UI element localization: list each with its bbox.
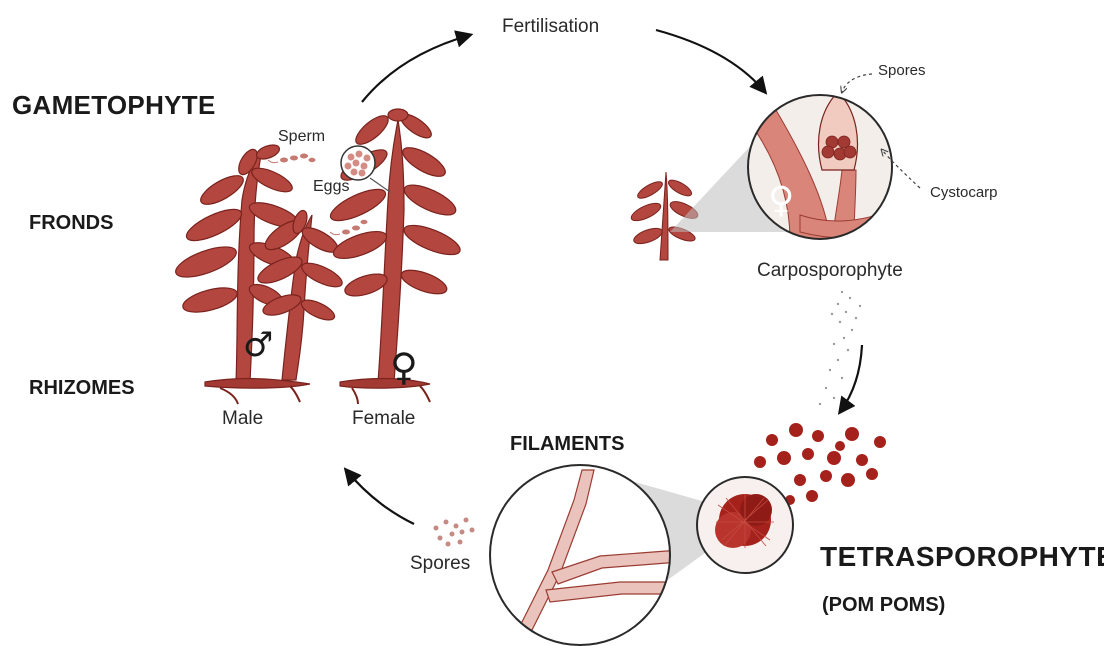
- pom-pom-magnifier: [697, 477, 793, 573]
- cycle-arrow-to-fertilisation: [362, 35, 470, 102]
- gametophyte-label: GAMETOPHYTE: [12, 90, 216, 121]
- carposporophyte-label: Carposporophyte: [757, 260, 903, 282]
- cycle-arrow-to-carposporophyte: [656, 30, 765, 92]
- spore-trail: [819, 291, 861, 405]
- male-symbol: ♂: [243, 325, 273, 365]
- sperm-label: Sperm: [278, 128, 325, 146]
- female-symbol-gametophyte: ♀: [390, 345, 418, 389]
- cycle-arrow-to-gametophyte: [346, 470, 414, 524]
- cystocarp-label: Cystocarp: [930, 184, 998, 201]
- spores-pointer: [842, 74, 872, 92]
- fronds-label: FRONDS: [29, 212, 113, 235]
- bottom-spores: [434, 518, 475, 547]
- eggs-label: Eggs: [313, 178, 349, 196]
- cycle-arrow-to-tetrasporophyte: [840, 345, 862, 412]
- pom-poms-label: (POM POMS): [822, 594, 945, 617]
- tetrasporophyte-label: TETRASPOROPHYTE: [820, 541, 1104, 573]
- spores-bottom-label: Spores: [410, 553, 470, 575]
- spores-top-label: Spores: [878, 62, 926, 79]
- rhizomes-label: RHIZOMES: [29, 377, 135, 400]
- male-label: Male: [222, 408, 263, 430]
- female-label: Female: [352, 408, 415, 430]
- female-symbol-carposporophyte: ♀: [768, 180, 794, 221]
- fertilisation-label: Fertilisation: [502, 16, 599, 38]
- filaments-label: FILAMENTS: [510, 433, 624, 456]
- carposporophyte-magnifier: ♀: [748, 84, 892, 240]
